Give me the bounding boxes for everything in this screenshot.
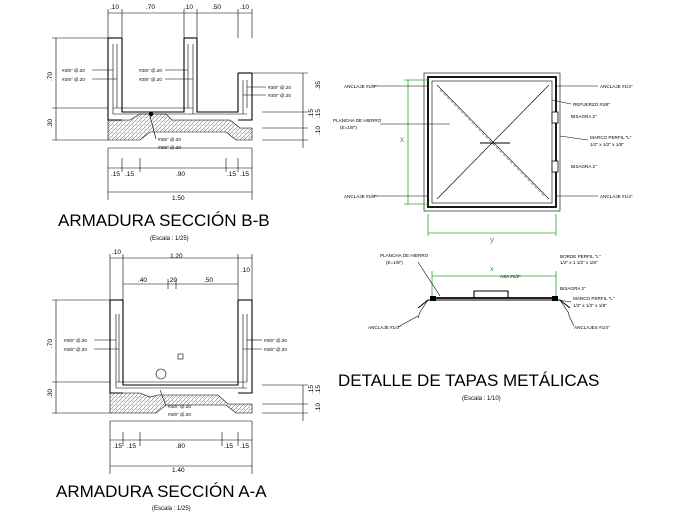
bb-title: ARMADURA SECCIÓN B-B (58, 211, 270, 230)
plan-x-label: x (400, 135, 404, 144)
plan-label: ANCLAJE #1/4" (600, 194, 633, 199)
aa-vent (177, 353, 184, 360)
aa-bottom-dim: .15 (224, 443, 233, 450)
aa-pipe (155, 368, 167, 380)
aa-left-dim: .30 (47, 389, 54, 398)
bb-scale: (Escala : 1/25) (150, 236, 189, 242)
aa-top-dim: .10 (241, 267, 250, 274)
aa-right-dim: .15 (308, 385, 315, 394)
bb-rebar-label: #3/8" @.20 (62, 77, 85, 82)
plan-label: BISAGRA 2" (571, 164, 597, 169)
bb-left-dim: .30 (47, 119, 54, 128)
bb-right-dim: .35 (315, 81, 322, 90)
section-label: BORDE PERFIL "L" (560, 254, 601, 259)
aa-footing (109, 392, 253, 414)
plan-label: PLANCHA DE HIERRO (333, 118, 382, 123)
bb-left-dim: .70 (47, 72, 54, 81)
plan-label: 1/2" x 1/2" x 1/8" (590, 142, 624, 147)
detail-scale: (Escala : 1/10) (462, 396, 501, 402)
section-label: ASA #1/2" (500, 274, 521, 279)
bb-footing (107, 113, 253, 141)
aa-rebar-label: #3/8" @.20 (64, 347, 87, 352)
aa-rebar-label: #3/8" @.20 (64, 338, 87, 343)
bb-top-dim: .70 (146, 4, 155, 11)
bb-top-dim: .50 (212, 4, 221, 11)
bb-right-dim: .15 (308, 109, 315, 118)
section-label: BISAGRA 2" (560, 286, 586, 291)
aa-rebar-label: #3/8" @.20 (168, 412, 191, 417)
bb-rebar-label: #3/8" @.20 (158, 137, 181, 142)
bb-bottom-dim: .15 (111, 171, 120, 178)
bb-top-dim: .10 (240, 4, 249, 11)
detail-title: DETALLE DE TAPAS METÁLICAS (338, 371, 599, 390)
plan-label: REFUERZO #3/8" (573, 102, 610, 107)
aa-title: ARMADURA SECCIÓN A-A (56, 482, 267, 501)
aa-rebar-label: #3/8" @.20 (168, 404, 191, 409)
bb-walls (107, 37, 253, 121)
section-aa: .10 1.20 .10 .40 .20 .50 #3/8" @.20 #3/8… (47, 249, 322, 512)
bb-rebar-label: #3/8" @.20 (62, 68, 85, 73)
section-frame-right (552, 296, 558, 301)
detail-section: x PLANCHA DE HIERRO (E=1/8") ASA #1/2" B… (368, 253, 615, 330)
section-label: ANCLAJE #1/4" (368, 325, 401, 330)
bb-bottom-dim: .15 (240, 171, 249, 178)
aa-left-dim: .70 (47, 339, 54, 348)
aa-rebar-label: #3/8" @.20 (264, 347, 287, 352)
aa-bottom-dim: .80 (176, 443, 185, 450)
aa-inner-dim: .40 (138, 277, 147, 284)
plan-label: ANCLAJE #1/4" (344, 194, 377, 199)
bb-top-dim: .10 (110, 4, 119, 11)
aa-bottom-dim: .15 (127, 443, 136, 450)
plan-label: MARCO PERFIL "L" (590, 135, 632, 140)
aa-top-dim: 1.20 (170, 253, 183, 260)
section-bb: .10 .70 .10 .50 .10 #3/8" @.20 #3/8" @.2… (47, 4, 322, 242)
bb-rebar-label: #3/8" @.20 (158, 145, 181, 150)
aa-walls (109, 299, 253, 394)
bb-bottom-dim: .15 (125, 171, 134, 178)
aa-bottom-dim: .15 (240, 443, 249, 450)
bb-right-dim: .10 (315, 126, 322, 135)
bb-bottom-dim: .15 (227, 171, 236, 178)
aa-inner-dim: .50 (204, 277, 213, 284)
section-label: ANCLAJES #1/4" (574, 325, 610, 330)
bb-bottom-dim: .90 (176, 171, 185, 178)
plan-label: ANCLAJE #1/4" (344, 84, 377, 89)
bb-rebar-label: #3/8" @.20 (268, 93, 291, 98)
hinge-icon (551, 111, 559, 124)
aa-top-dim: .10 (112, 249, 121, 256)
aa-inner-dim: .20 (168, 277, 177, 284)
aa-scale: (Escala : 1/25) (152, 506, 191, 512)
aa-total-width: 1.40 (172, 467, 185, 474)
aa-right-dim: .10 (315, 403, 322, 412)
bb-rebar-label: #3/8" @.20 (139, 68, 162, 73)
bb-top-dim: .10 (184, 4, 193, 11)
section-label: 1/2" x 1/2" x 1/8" (573, 303, 607, 308)
plan-label: BISAGRA 2" (571, 114, 597, 119)
detail-plan: x y ANCLAJE #1/4" ANCLAJE #1/4" ANCLAJE … (333, 72, 633, 244)
aa-right-dim: .15 (315, 385, 322, 394)
aa-bottom-dim: .15 (113, 443, 122, 450)
aa-rebar-label: #3/8" @.20 (264, 338, 287, 343)
section-label: 1/2" x 1 1/2" x 1/8" (560, 260, 598, 265)
plan-label: ANCLAJE #1/4" (600, 84, 633, 89)
hinge-icon (551, 160, 559, 173)
section-label: (E=1/8") (386, 260, 403, 265)
section-label: PLANCHA DE HIERRO (380, 253, 429, 258)
bb-rebar-label: #3/8" @.20 (268, 85, 291, 90)
bb-total-width: 1.50 (172, 195, 185, 202)
plan-label: (E=1/8") (340, 125, 357, 130)
section-x-label: x (490, 266, 494, 273)
section-label: MARCO PERFIL "L" (573, 296, 615, 301)
plan-y-label: y (490, 235, 494, 244)
bb-right-dim: .15 (315, 109, 322, 118)
bb-rebar-label: #3/8" @.20 (139, 77, 162, 82)
section-frame-left (430, 296, 436, 301)
